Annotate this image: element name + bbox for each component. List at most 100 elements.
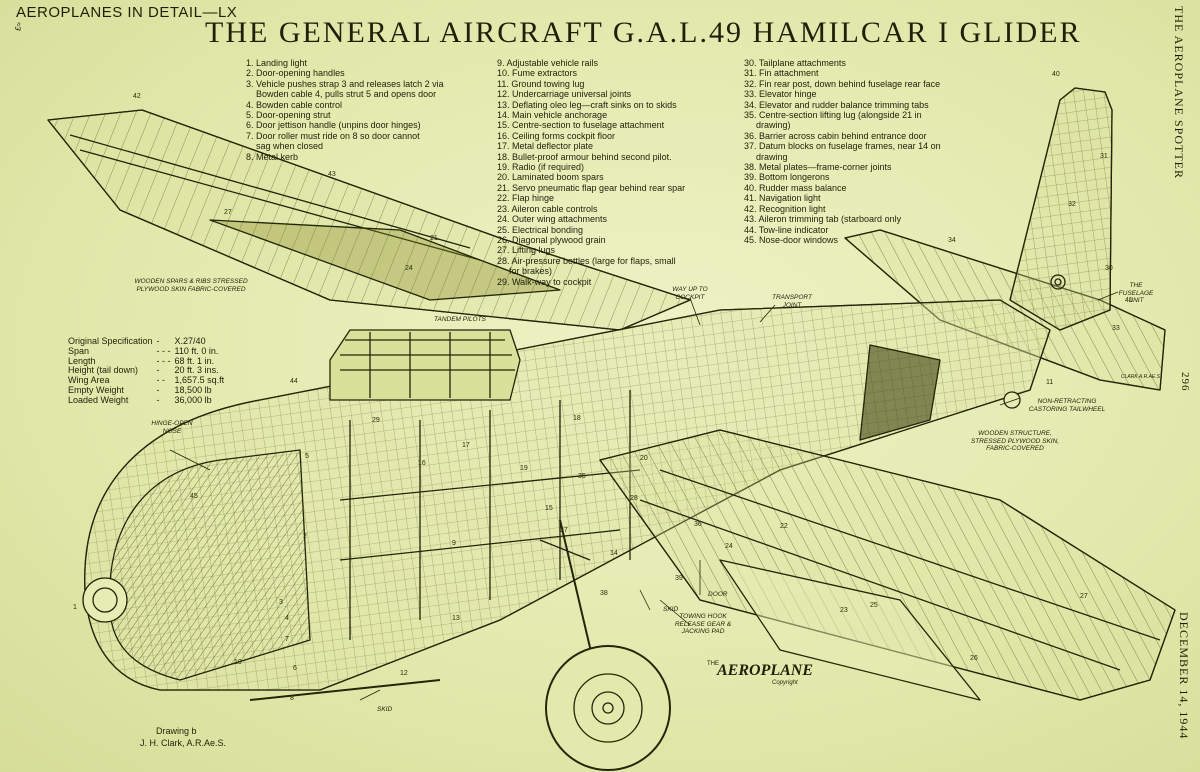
fuselage-unit-note: THE FUSELAGE UNIT (1118, 282, 1154, 304)
svg-text:41: 41 (1125, 297, 1133, 304)
spec-sep: - (156, 336, 160, 346)
key-item: 3. Vehicle pushes strap 3 and releases l… (246, 78, 444, 89)
key-item: 14. Main vehicle anchorage (497, 110, 608, 121)
svg-text:27: 27 (1080, 593, 1088, 600)
drawing-credit-line2: J. H. Clark, A.R.Ae.S. (140, 738, 227, 748)
key-item: 33. Elevator hinge (744, 89, 817, 100)
key-item: 6. Door jettison handle (unpins door hin… (246, 120, 421, 131)
svg-text:8: 8 (290, 695, 294, 702)
key-item: 38. Metal plates—frame-corner joints (744, 162, 892, 173)
key-item: Bowden cable 4, pulls strut 5 and opens … (256, 89, 437, 100)
key-item: 40. Rudder mass balance (744, 182, 847, 193)
key-item: 36. Barrier across cabin behind entrance… (744, 130, 927, 141)
spec-label: Empty Weight (68, 384, 124, 395)
key-column-3: 30. Tailplane attachments 31. Fin attach… (744, 58, 941, 245)
key-item: 28. Air-pressure bottles (large for flap… (497, 255, 676, 266)
svg-text:27: 27 (224, 209, 232, 216)
page-title: THE GENERAL AIRCRAFT G.A.L.49 HAMILCAR I… (205, 16, 1082, 49)
aeroplane-logo: AEROPLANE (717, 662, 814, 679)
specifications-table: Original Specification-X.27/40 Span - - -… (66, 336, 226, 406)
svg-text:13: 13 (452, 615, 460, 622)
svg-text:26: 26 (970, 655, 978, 662)
copyright-mark: Copyright (772, 680, 798, 686)
wooden-structure-note: WOODEN STRUCTURE, STRESSED PLYWOOD SKIN,… (970, 430, 1060, 452)
key-item: 19. Radio (if required) (497, 162, 585, 173)
key-item: 22. Flap hinge (497, 193, 555, 204)
svg-text:45: 45 (190, 493, 198, 500)
spec-label: Span (68, 345, 90, 356)
svg-text:28: 28 (630, 495, 638, 502)
spec-row: Wing Area- -1,657.5 sq.ft (66, 375, 226, 386)
key-item: drawing) (756, 120, 791, 131)
svg-text:34: 34 (948, 237, 956, 244)
svg-text:31: 31 (1100, 153, 1108, 160)
callout-numbers: 42 43 27 21 24 40 31 34 33 41 11 44 1 3 … (73, 71, 1133, 702)
undercarriage (249, 519, 671, 771)
key-item: 27. Lifting lugs (497, 245, 556, 256)
port-wing (47, 109, 691, 331)
key-item: 34. Elevator and rudder balance trimming… (744, 99, 929, 110)
spec-value: 18,500 lb (174, 384, 212, 395)
door-note: DOOR (708, 591, 728, 598)
spec-label: Height (tail down) (68, 365, 139, 376)
drawing-credit-line1: Drawing b (156, 726, 197, 736)
key-item: 43. Aileron trimming tab (starboard only (744, 214, 902, 225)
artist-signature: CLARK A.R.Ae.S (1121, 374, 1160, 380)
spec-value: 20 ft. 3 ins. (174, 365, 219, 376)
svg-text:32: 32 (1068, 201, 1076, 208)
svg-text:21: 21 (430, 235, 438, 242)
transport-joint-note: TRANSPORT JOINT (772, 294, 812, 309)
key-item: 4. Bowden cable control (246, 99, 343, 110)
hinge-open-nose-note: HINGE-OPEN NOSE (151, 420, 193, 435)
spec-label: Wing Area (68, 375, 110, 386)
key-item: drawing (756, 151, 788, 162)
key-item: 16. Ceiling forms cockpit floor (497, 130, 616, 141)
wing-structure-note: WOODEN SPARS & RIBS STRESSED PLYWOOD SKI… (134, 278, 248, 293)
key-item: 24. Outer wing attachments (497, 214, 608, 225)
svg-text:22: 22 (780, 523, 788, 530)
spec-label: Original Specification (68, 336, 153, 346)
svg-text:25: 25 (870, 602, 878, 609)
spec-value: 110 ft. 0 in. (174, 345, 219, 356)
key-item: 20. Laminated boom spars (497, 172, 604, 183)
svg-text:18: 18 (573, 415, 581, 422)
svg-text:20: 20 (640, 455, 648, 462)
towing-hook-note: TOWING HOOK RELEASE GEAR & JACKING PAD (674, 613, 732, 635)
svg-text:43: 43 (328, 171, 336, 178)
svg-text:2: 2 (303, 533, 307, 540)
key-item: 29. Walk-way to cockpit (497, 276, 592, 287)
svg-text:42: 42 (133, 93, 141, 100)
key-item: 23. Aileron cable controls (497, 203, 598, 214)
key-item: 35. Centre-section lifting lug (alongsid… (744, 110, 922, 121)
svg-text:35: 35 (578, 473, 586, 480)
svg-text:4: 4 (285, 615, 289, 622)
key-column-2: 9. Adjustable vehicle rails 10. Fume ext… (497, 58, 685, 287)
spec-row: Original Specification-X.27/40 (66, 336, 226, 347)
key-item: 37. Datum blocks on fuselage frames, nea… (744, 141, 941, 152)
spec-row: Loaded Weight-36,000 lb (66, 394, 226, 406)
svg-text:38: 38 (600, 590, 608, 597)
key-item: 32. Fin rear post, down behind fuselage … (744, 78, 941, 89)
spec-value: 68 ft. 1 in. (174, 355, 215, 366)
key-item: 12. Undercarriage universal joints (497, 89, 632, 100)
skid-note-lower: SKID (377, 706, 393, 713)
key-column-1: 1. Landing light 2. Door-opening handles… (246, 58, 444, 162)
key-item: 45. Nose-door windows (744, 234, 839, 245)
svg-text:17: 17 (462, 442, 470, 449)
spec-label: Loaded Weight (68, 394, 129, 405)
spec-sep: - - (156, 375, 166, 386)
key-item: 8. Metal kerb (246, 151, 299, 162)
tandem-pilots-note: TANDEM PILOTS (434, 316, 486, 323)
svg-text:39: 39 (675, 575, 683, 582)
svg-text:9: 9 (452, 540, 456, 547)
tailwheel-note: NON-RETRACTING CASTORING TAILWHEEL (1028, 398, 1106, 413)
key-item: 1. Landing light (246, 58, 308, 68)
svg-text:29: 29 (372, 417, 380, 424)
series-heading: AEROPLANES IN DETAIL—LX (16, 4, 238, 21)
fin (1009, 87, 1113, 331)
svg-text:33: 33 (1112, 325, 1120, 332)
svg-text:3: 3 (279, 599, 283, 606)
spec-value: 36,000 lb (174, 394, 212, 405)
spec-sep: - (156, 365, 160, 376)
